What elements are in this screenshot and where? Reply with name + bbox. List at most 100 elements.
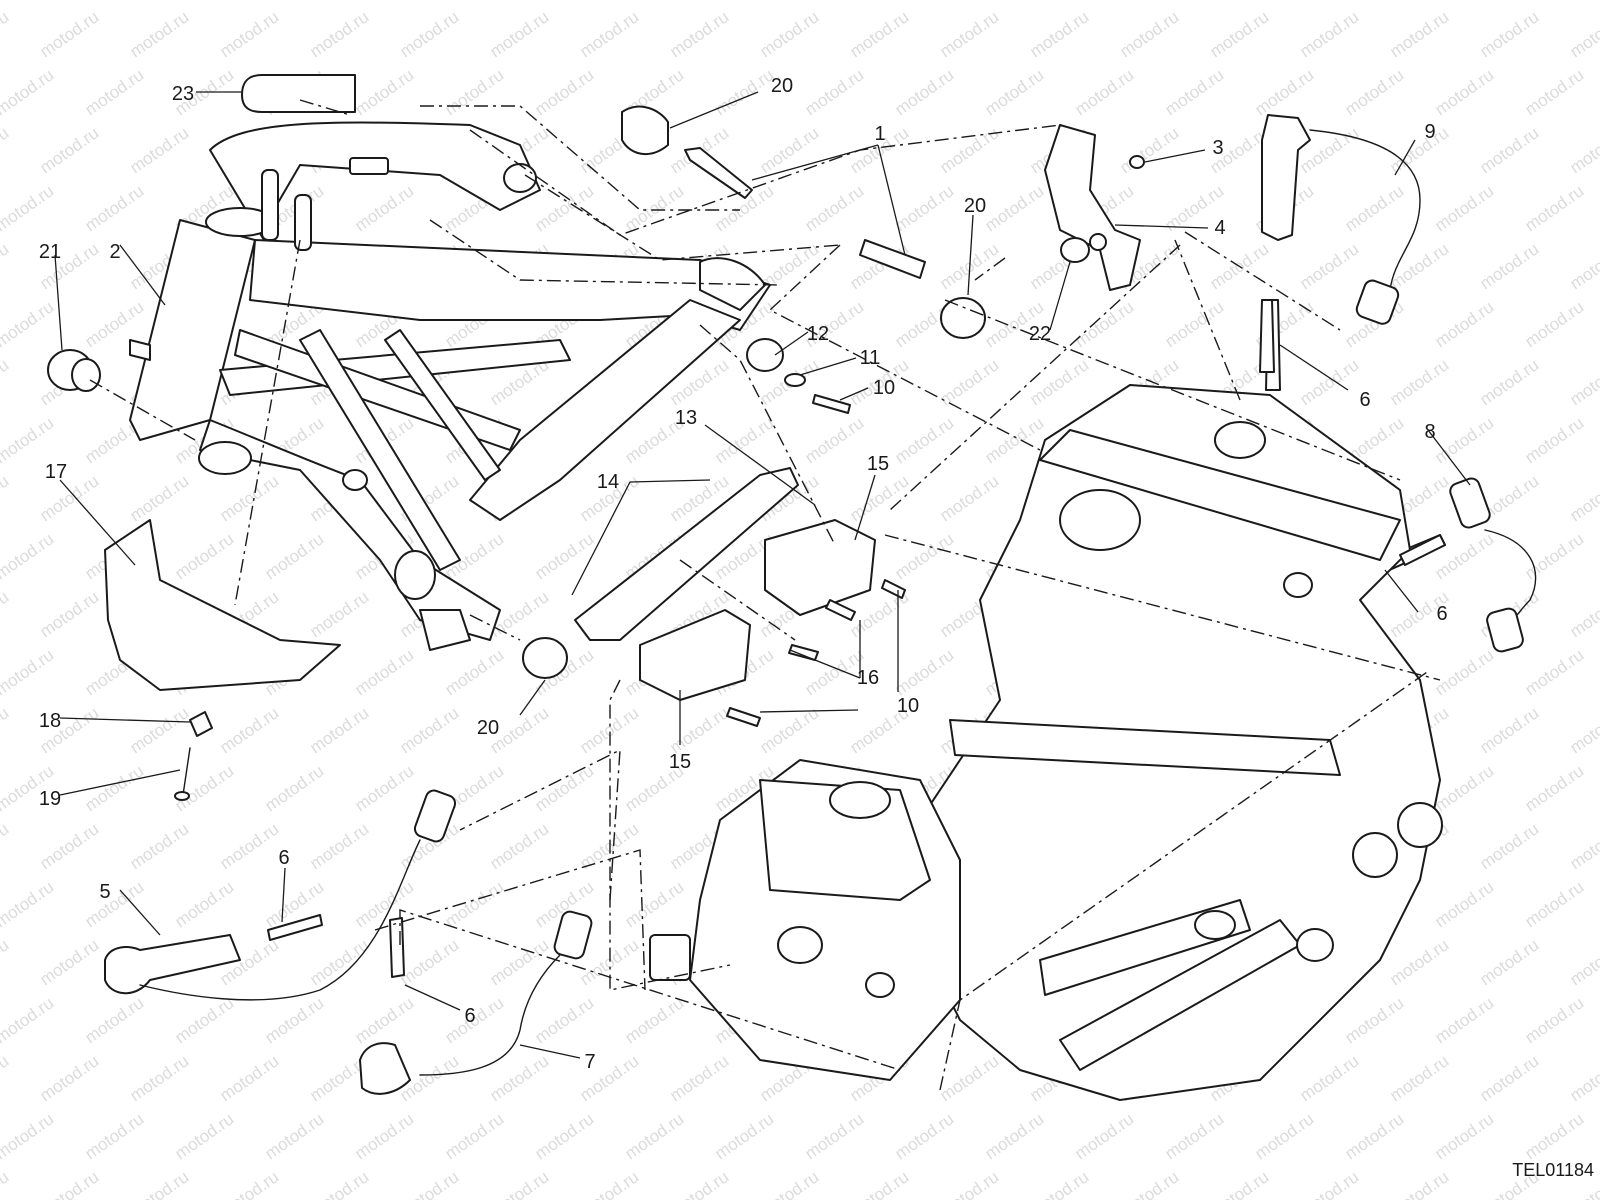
watermark-text: motod.ru xyxy=(1341,65,1407,119)
watermark-text: motod.ru xyxy=(216,7,282,61)
watermark-text: motod.ru xyxy=(261,1109,327,1163)
watermark-text: motod.ru xyxy=(36,1167,102,1200)
watermark-text: motod.ru xyxy=(666,703,732,757)
watermark-text: motod.ru xyxy=(0,819,12,873)
watermark-text: motod.ru xyxy=(261,993,327,1047)
watermark-text: motod.ru xyxy=(801,181,867,235)
watermark-text: motod.ru xyxy=(261,0,327,3)
watermark-text: motod.ru xyxy=(486,935,552,989)
callout-13: 13 xyxy=(675,407,697,429)
callout-16: 16 xyxy=(857,667,879,689)
watermark-text: motod.ru xyxy=(981,413,1047,467)
watermark-text: motod.ru xyxy=(1521,1109,1587,1163)
watermark-text: motod.ru xyxy=(0,355,12,409)
watermark-text: motod.ru xyxy=(801,65,867,119)
watermark-text: motod.ru xyxy=(1566,703,1600,757)
callout-1: 1 xyxy=(874,123,885,145)
parts-10-11-12-small xyxy=(746,338,851,414)
watermark-text: motod.ru xyxy=(756,1167,822,1200)
watermark-text: motod.ru xyxy=(351,65,417,119)
watermark-text: motod.ru xyxy=(1476,7,1542,61)
watermark-text: motod.ru xyxy=(1386,1051,1452,1105)
watermark-text: motod.ru xyxy=(486,1167,552,1200)
watermark-text: motod.ru xyxy=(1476,123,1542,177)
watermark-text: motod.ru xyxy=(1386,123,1452,177)
watermark-text: motod.ru xyxy=(666,1167,732,1200)
watermark-text: motod.ru xyxy=(1566,587,1600,641)
part-21-grommet xyxy=(47,349,101,392)
callout-8: 8 xyxy=(1424,421,1435,443)
watermark-text: motod.ru xyxy=(711,413,777,467)
watermark-text: motod.ru xyxy=(1431,1109,1497,1163)
callout-6-left: 6 xyxy=(278,847,289,869)
watermark-text: motod.ru xyxy=(306,7,372,61)
watermark-text: motod.ru xyxy=(1476,1051,1542,1105)
watermark-text: motod.ru xyxy=(0,239,12,293)
watermark-text: motod.ru xyxy=(621,877,687,931)
watermark-text: motod.ru xyxy=(711,65,777,119)
watermark-text: motod.ru xyxy=(0,413,57,467)
watermark-text: motod.ru xyxy=(531,0,597,3)
watermark-text: motod.ru xyxy=(1386,935,1452,989)
part-13-14-bracket-plate xyxy=(574,467,799,641)
watermark-text: motod.ru xyxy=(666,1051,732,1105)
watermark-text: motod.ru xyxy=(0,703,12,757)
callout-23: 23 xyxy=(172,83,194,105)
watermark-text: motod.ru xyxy=(1071,297,1137,351)
watermark-text: motod.ru xyxy=(1566,1051,1600,1105)
watermark-text: motod.ru xyxy=(1251,1109,1317,1163)
watermark-text: motod.ru xyxy=(1026,1167,1092,1200)
watermark-text: motod.ru xyxy=(1341,181,1407,235)
callout-6-bottom: 6 xyxy=(464,1005,475,1027)
watermark-text: motod.ru xyxy=(0,877,57,931)
watermark-text: motod.ru xyxy=(1431,0,1497,3)
watermark-text: motod.ru xyxy=(81,181,147,235)
watermark-text: motod.ru xyxy=(81,1109,147,1163)
watermark-text: motod.ru xyxy=(1431,877,1497,931)
callout-10-bottom: 10 xyxy=(897,695,919,717)
watermark-text: motod.ru xyxy=(441,0,507,3)
watermark-text: motod.ru xyxy=(1206,1167,1272,1200)
watermark-text: motod.ru xyxy=(1251,0,1317,3)
watermark-text: motod.ru xyxy=(531,993,597,1047)
watermark-text: motod.ru xyxy=(1476,239,1542,293)
watermark-text: motod.ru xyxy=(351,877,417,931)
watermark-text: motod.ru xyxy=(216,1167,282,1200)
watermark-text: motod.ru xyxy=(216,703,282,757)
watermark-text: motod.ru xyxy=(666,7,732,61)
watermark-text: motod.ru xyxy=(1566,935,1600,989)
watermark-text: motod.ru xyxy=(171,761,237,815)
watermark-text: motod.ru xyxy=(171,0,237,3)
callout-20-mid: 20 xyxy=(964,195,986,217)
part-23-cover xyxy=(241,74,356,113)
watermark-text: motod.ru xyxy=(126,7,192,61)
watermark-text: motod.ru xyxy=(621,1109,687,1163)
watermark-text: motod.ru xyxy=(171,993,237,1047)
watermark-text: motod.ru xyxy=(36,1051,102,1105)
watermark-text: motod.ru xyxy=(1431,645,1497,699)
watermark-text: motod.ru xyxy=(936,355,1002,409)
callout-22: 22 xyxy=(1029,323,1051,345)
watermark-text: motod.ru xyxy=(1161,0,1227,3)
watermark-text: motod.ru xyxy=(891,65,957,119)
watermark-text: motod.ru xyxy=(891,1109,957,1163)
watermark-text: motod.ru xyxy=(216,1051,282,1105)
watermark-text: motod.ru xyxy=(1296,1051,1362,1105)
assembly-lines xyxy=(89,99,1441,1091)
watermark-text: motod.ru xyxy=(936,123,1002,177)
watermark-text: motod.ru xyxy=(801,0,867,3)
watermark-text: motod.ru xyxy=(531,181,597,235)
watermark-text: motod.ru xyxy=(126,703,192,757)
watermark-text: motod.ru xyxy=(36,935,102,989)
engine-drawing xyxy=(649,384,1443,1101)
callout-19: 19 xyxy=(39,788,61,810)
watermark-text: motod.ru xyxy=(1566,819,1600,873)
watermark-text: motod.ru xyxy=(0,297,57,351)
watermark-text: motod.ru xyxy=(531,529,597,583)
watermark-text: motod.ru xyxy=(1296,1167,1362,1200)
watermark-text: motod.ru xyxy=(1341,1109,1407,1163)
part-17-side-cover xyxy=(104,519,341,691)
watermark-text: motod.ru xyxy=(1071,0,1137,3)
watermark-text: motod.ru xyxy=(1476,355,1542,409)
watermark-text: motod.ru xyxy=(846,471,912,525)
